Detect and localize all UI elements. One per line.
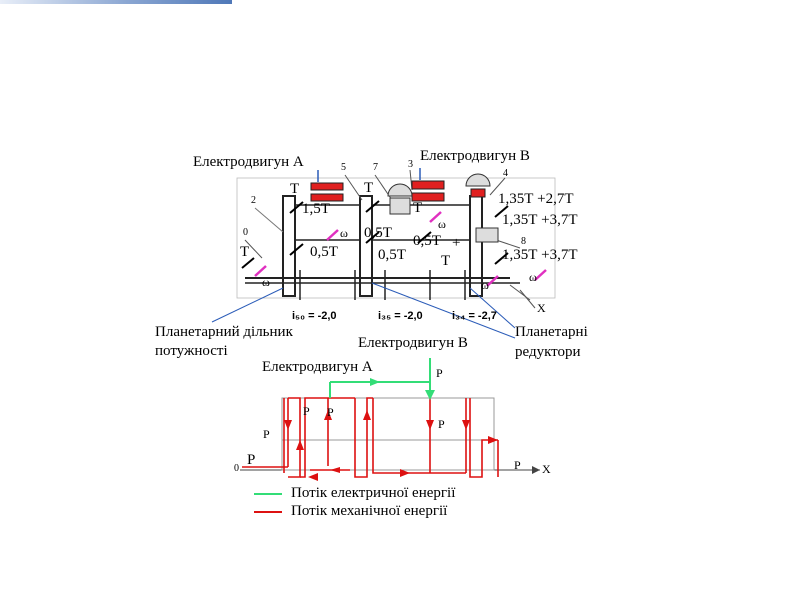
legend-mechanical-label: Потік механічної енергії	[291, 503, 448, 519]
motor-b-graphic	[411, 180, 445, 202]
brake-graphic	[470, 188, 486, 198]
planetary-divider-label-line2: потужності	[155, 343, 228, 359]
omega-0: ω	[262, 275, 270, 289]
power-i-label: P	[263, 427, 270, 441]
motor-b-lower-label: Електродвигун В	[358, 335, 468, 351]
torque-05-label-a: 0,5Т	[310, 244, 338, 260]
ratio-i34: i₃₄ = -2,7	[452, 310, 497, 322]
planetary-divider-label-line1: Планетарний дільник	[155, 324, 293, 340]
callout-reducer-1	[371, 282, 516, 339]
torque-mid-label: Т	[364, 180, 374, 196]
omega-2: ω	[481, 278, 489, 292]
mechanical-flow-lines	[242, 397, 499, 478]
power-v-label: P	[438, 417, 445, 431]
omega-arrows	[254, 211, 547, 287]
torque-r2-label: 1,35Т +3,7Т	[502, 212, 578, 228]
planetary-reducers-label-line2: редуктори	[515, 344, 581, 360]
power-flow-chart	[240, 358, 540, 513]
schematic-frame	[236, 177, 556, 299]
torque-15-label: 1,5Т	[302, 201, 330, 217]
part-number-7: 7	[373, 162, 378, 173]
part-number-0: 0	[243, 227, 248, 238]
callout-reducer-2	[469, 287, 516, 329]
torque-in-label: Т	[240, 244, 250, 260]
power-0-label: P	[303, 404, 310, 418]
part-number-4: 4	[503, 168, 508, 179]
x-axis-leader	[519, 289, 536, 309]
motor-b-label: Електродвигун В	[420, 148, 530, 164]
origin-label: 0	[234, 463, 239, 474]
x-axis-label-top: X	[537, 301, 546, 315]
torque-b2-label: Т	[441, 253, 451, 269]
torque-r3-label: 1,35Т +3,7Т	[502, 247, 578, 263]
motor-a-lower-label: Електродвигун А	[262, 359, 373, 375]
power-x-label: P	[514, 458, 521, 472]
part-number-2: 2	[251, 195, 256, 206]
torque-b-label: Т	[413, 200, 423, 216]
omega-5: ω	[340, 226, 348, 240]
torque-r1-label: 1,35Т +2,7Т	[498, 191, 574, 207]
part-number-8: 8	[521, 236, 526, 247]
planetary-set-2	[359, 195, 373, 297]
torque-arrows	[241, 200, 509, 269]
ratio-i35: i₃₅ = -2,0	[378, 310, 423, 322]
callout-divider	[211, 287, 284, 323]
legend-electric-label: Потік електричної енергії	[291, 485, 456, 501]
part-number-5: 5	[341, 162, 346, 173]
motor-a-label: Електродвигун А	[193, 154, 304, 170]
x-axis-label: X	[542, 462, 551, 476]
motor-a-graphic	[310, 182, 344, 202]
part-number-3: 3	[408, 159, 413, 170]
torque-a-label: Т	[290, 181, 300, 197]
electrical-flow-arrow	[425, 390, 435, 400]
ratio-i50: i₅₀ = -2,0	[292, 310, 337, 322]
power-grid	[281, 397, 495, 471]
power-a-label: P	[327, 405, 334, 419]
mechanical-flow-arrows	[284, 410, 498, 481]
title-accent-bar	[0, 0, 232, 4]
omega-x: ω	[529, 270, 537, 284]
power-ab-label: P	[436, 366, 443, 380]
gear-wheels	[387, 173, 499, 243]
torque-05-label-b: 0,5Т	[364, 225, 392, 241]
torque-05-label-c: 0,5Т	[378, 247, 406, 263]
gearbox-schematic	[236, 169, 556, 301]
torque-plus: +	[452, 235, 461, 251]
omega-3: ω	[438, 217, 446, 231]
planetary-set-1	[282, 195, 296, 297]
power-0-axis-label: P	[247, 452, 256, 468]
planetary-reducers-label-line1: Планетарні	[515, 324, 588, 340]
torque-05-label-d: 0,5Т	[413, 233, 441, 249]
